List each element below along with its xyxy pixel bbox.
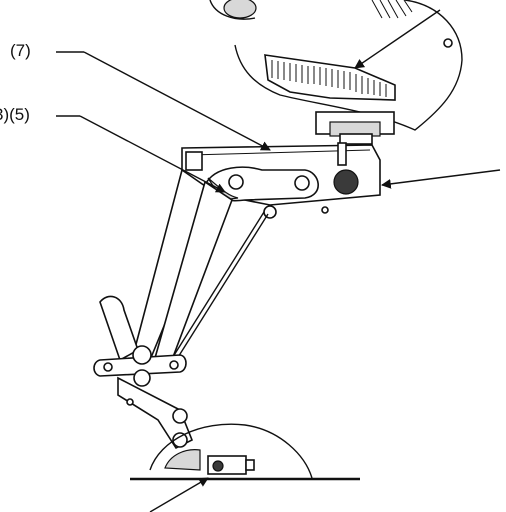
upper-housing (209, 0, 463, 131)
callout-label-5: 3)(5) (0, 105, 30, 124)
leader-lines (56, 9, 501, 512)
callout-label-7: (7) (10, 41, 31, 60)
support-arms (133, 168, 269, 371)
grip-teeth (271, 60, 387, 97)
mount-block (315, 111, 395, 145)
knee-assembly (93, 295, 194, 450)
foot-base (130, 423, 360, 481)
